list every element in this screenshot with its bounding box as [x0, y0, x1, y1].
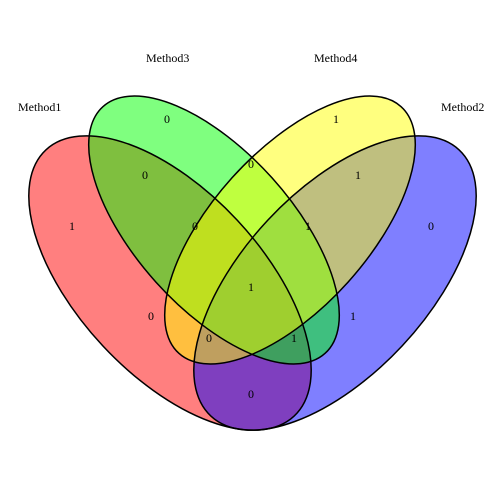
set-fills — [28, 96, 477, 431]
count-m1-m3-m4: 0 — [192, 219, 198, 233]
method3-outline — [87, 95, 341, 365]
region-counts: 1 0 0 1 0 0 1 0 1 1 0 1 0 1 0 — [69, 112, 434, 401]
label-method2: Method2 — [441, 100, 484, 114]
count-m4-only: 1 — [333, 112, 339, 126]
count-m2-m4: 1 — [355, 168, 361, 182]
set-outlines — [28, 95, 477, 431]
count-all: 1 — [248, 280, 254, 294]
count-m1-m4: 0 — [148, 309, 154, 323]
method4-outline — [163, 95, 417, 365]
count-m2-m3: 1 — [350, 309, 356, 323]
method4-fill — [164, 96, 416, 364]
label-method1: Method1 — [18, 100, 61, 114]
count-m3-m4: 0 — [248, 157, 254, 171]
method1-outline — [28, 135, 312, 431]
label-method4: Method4 — [314, 51, 357, 65]
method2-outline — [193, 135, 477, 431]
set-labels: Method1 Method3 Method4 Method2 — [18, 51, 484, 114]
count-m1-m2: 0 — [248, 387, 254, 401]
count-m1-only: 1 — [69, 219, 75, 233]
count-m1-m2-m3: 1 — [291, 331, 297, 345]
count-m3-only: 0 — [164, 112, 170, 126]
count-m2-only: 0 — [428, 219, 434, 233]
count-m1-m3: 0 — [142, 168, 148, 182]
count-m1-m2-m4: 0 — [206, 331, 212, 345]
label-method3: Method3 — [146, 51, 189, 65]
count-m2-m3-m4: 1 — [305, 219, 311, 233]
